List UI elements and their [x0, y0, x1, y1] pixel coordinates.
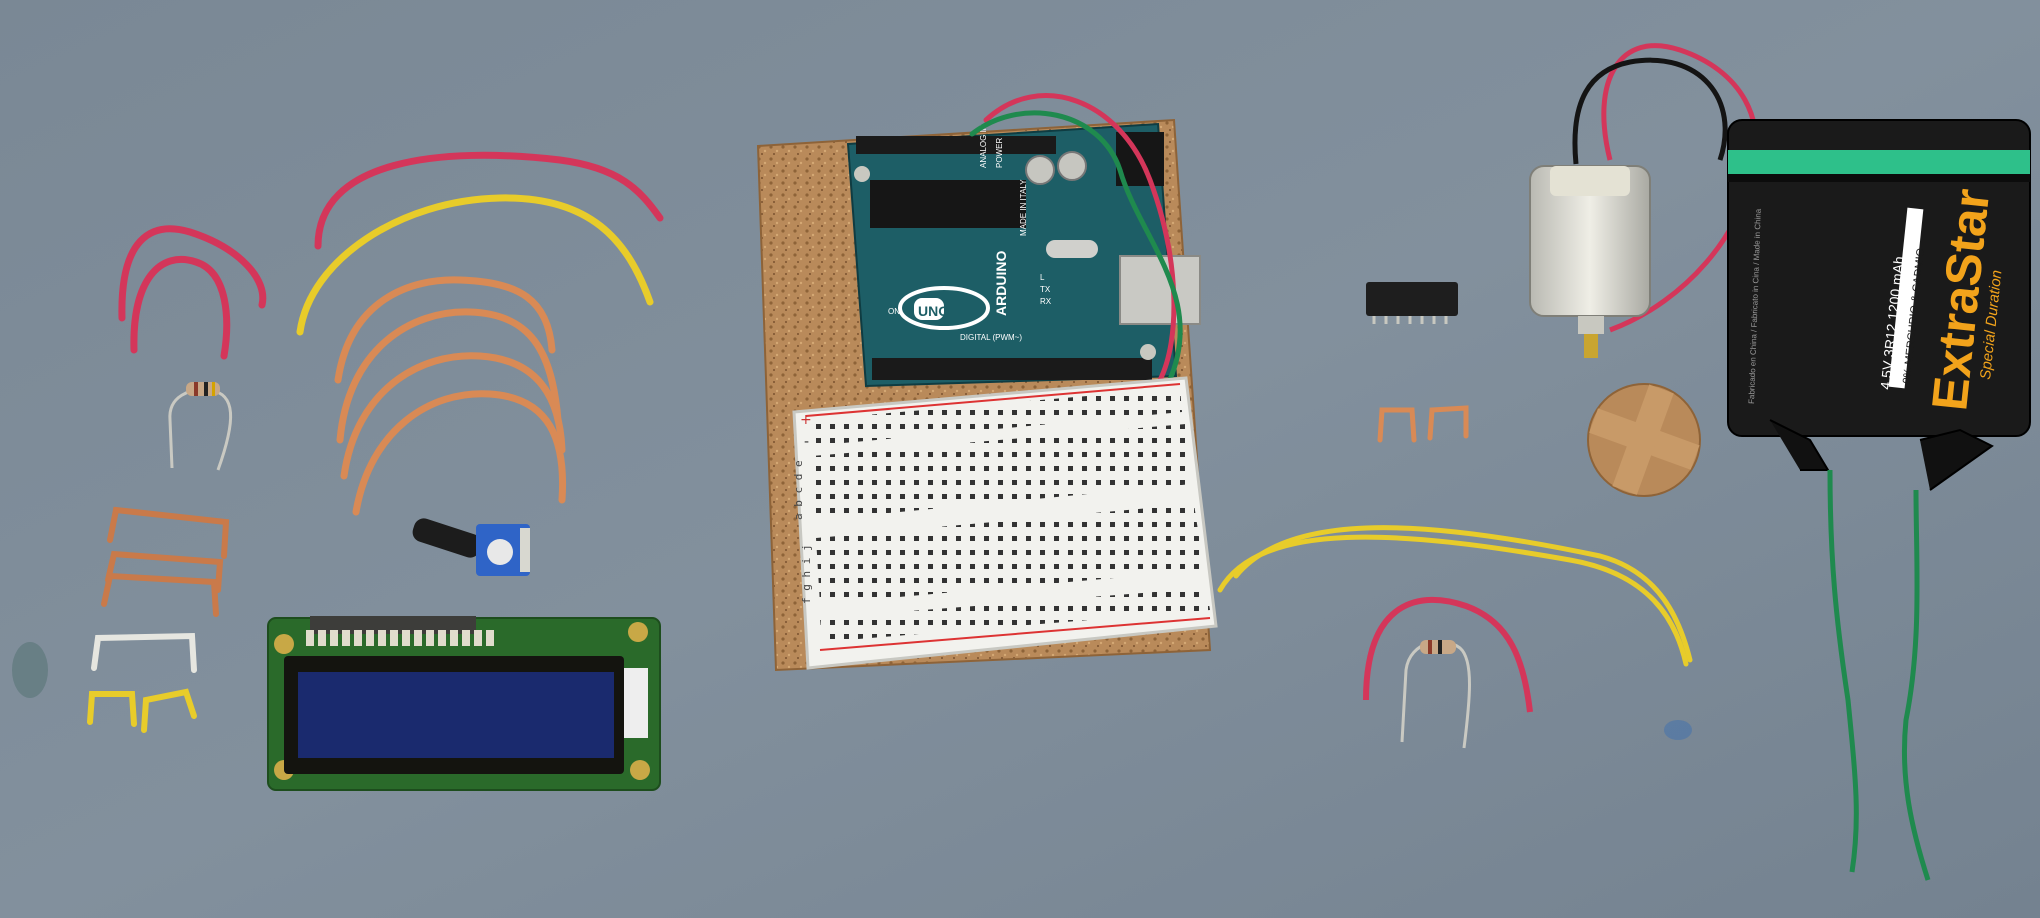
wire-orange-2	[336, 308, 562, 444]
arduino-brand-label: ARDUINO	[993, 251, 1009, 316]
jumper-orange-b	[105, 550, 224, 593]
resistor-right	[1363, 596, 1533, 749]
jumper-orange-a	[107, 506, 230, 559]
breadboard: a b c d e f g h i j + -	[792, 376, 1218, 670]
battery: ExtraStar Special Duration 4.5V 3R12 120…	[1727, 119, 2031, 881]
jumper-wires-left	[87, 151, 664, 733]
jumper-yellow-b	[141, 688, 197, 733]
wire-pink-1	[118, 225, 267, 322]
arduino-l-label: L	[1040, 273, 1045, 282]
arduino-on-label: ON	[888, 307, 900, 316]
arduino-tx-label: TX	[1040, 285, 1051, 294]
breadboard-grid-top	[812, 424, 1192, 520]
arduino-rx-label: RX	[1040, 297, 1052, 306]
breadboard-rail-bottom	[820, 588, 1210, 642]
arduino-digital-label: DIGITAL (PWM~)	[960, 333, 1022, 342]
arduino-analog-label: ANALOG IN	[979, 124, 988, 168]
motor-wire-black	[1572, 57, 1728, 165]
arduino-wire-green	[969, 110, 1183, 391]
lcd-module	[267, 616, 661, 791]
arduino-board: UNO ARDUINO MADE IN ITALY ANALOG IN POWE…	[846, 122, 1201, 388]
breadboard-plus-label: +	[800, 412, 812, 428]
breadboard-rail-top	[808, 388, 1182, 446]
desk-stain	[12, 642, 48, 698]
yellow-wires-right	[1217, 525, 1693, 667]
breadboard-rows-bottom: f g h i j	[800, 544, 813, 604]
arduino-power-label: POWER	[995, 138, 1004, 168]
wire-yellow-long	[296, 194, 654, 336]
wire-red-long	[314, 151, 664, 250]
arduino-model-label: UNO	[918, 303, 949, 319]
wire-pink-2	[130, 255, 231, 360]
battery-terminal-left	[1769, 419, 1830, 471]
breadboard-rows-top: a b c d e	[792, 460, 805, 520]
battery-stripe	[1728, 150, 2030, 174]
arduino-wires	[969, 93, 1183, 391]
arduino-wire-red	[983, 93, 1177, 383]
potentiometer	[412, 518, 530, 576]
desk-ink-spot	[1664, 720, 1692, 740]
ic-chip	[1366, 282, 1458, 324]
jumper-white	[91, 632, 197, 673]
lcd-header-pins	[306, 630, 494, 646]
wire-orange-4	[352, 390, 567, 516]
breadboard-minus-label: -	[804, 434, 809, 450]
dc-motor	[1529, 43, 1759, 358]
jumper-yellow-a	[87, 691, 137, 727]
wire-pink-right	[1363, 596, 1533, 713]
jumper-orange-c	[101, 572, 219, 617]
battery-terminal-right	[1919, 428, 1994, 491]
arduino-origin-label: MADE IN ITALY	[1019, 179, 1028, 236]
wire-orange-3	[340, 352, 566, 480]
wire-orange-1	[334, 276, 556, 384]
staple-jumpers-right	[1377, 405, 1469, 443]
breadboard-grid-bottom	[816, 504, 1204, 604]
resistor-left	[168, 382, 233, 471]
cork-gear-piece	[1587, 383, 1701, 497]
battery-wire-green-left	[1827, 469, 1859, 873]
battery-wire-green-right	[1901, 489, 1931, 881]
